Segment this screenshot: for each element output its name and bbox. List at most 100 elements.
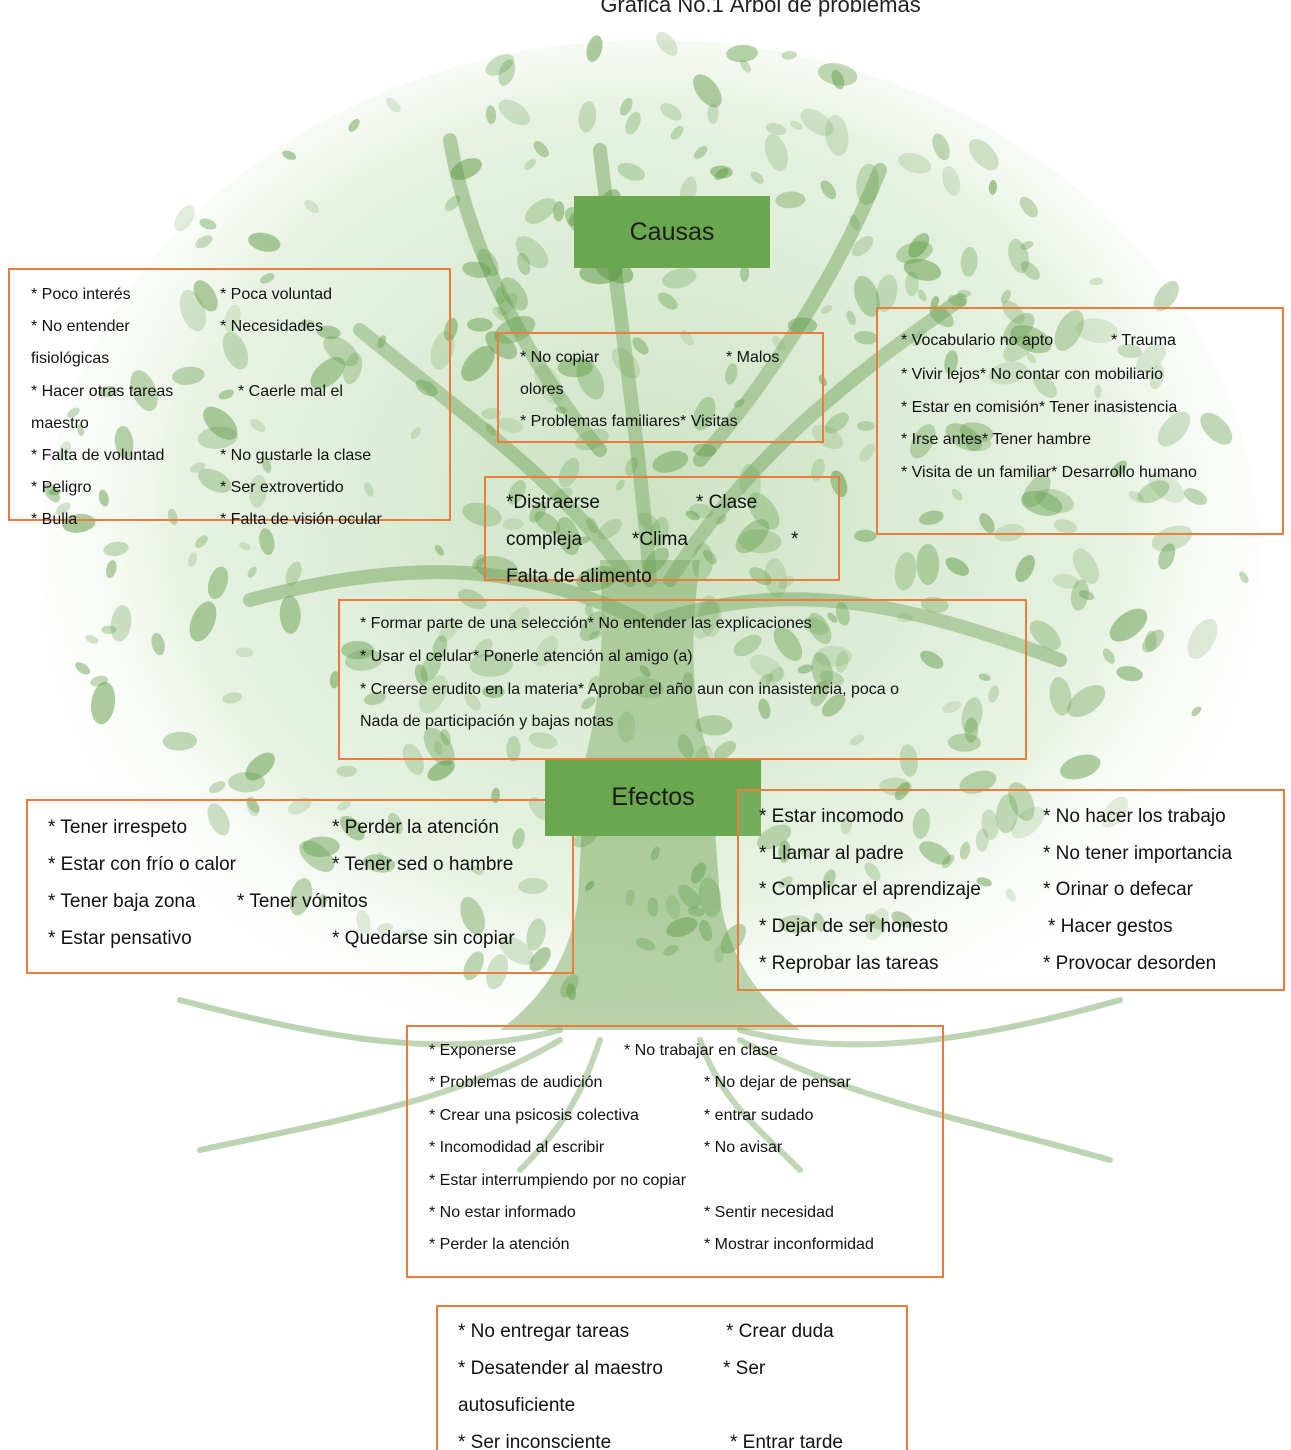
leaf-shape	[849, 214, 860, 231]
leaf-shape	[387, 812, 403, 835]
leaf-shape	[961, 697, 983, 734]
leaf-shape	[558, 457, 580, 488]
leaf-shape	[1200, 412, 1233, 445]
leaf-shape	[698, 595, 722, 638]
leaf-shape	[823, 869, 836, 889]
list-item: * Usar el celular* Ponerle atención al a…	[360, 648, 693, 665]
leaf-shape	[959, 841, 971, 860]
leaf-shape	[1003, 312, 1035, 345]
leaf-shape	[440, 728, 451, 746]
leaf-shape	[584, 880, 595, 891]
leaf-shape	[707, 103, 719, 124]
list-item: * Necesidades	[220, 318, 324, 335]
leaf-shape	[410, 427, 421, 440]
effects-box-bottom: * No entregar tareas * Crear duda * Desa…	[436, 1305, 908, 1450]
leaf-shape	[199, 218, 217, 230]
list-item: maestro	[31, 415, 89, 432]
causes-label-text: Causas	[629, 218, 715, 246]
leaf-shape	[318, 893, 327, 908]
list-item: * Tener irrespeto	[48, 817, 188, 838]
leaf-shape	[553, 201, 565, 222]
leaf-shape	[666, 917, 698, 938]
leaf-shape	[735, 519, 770, 554]
list-item: * Reprobar las tareas	[759, 953, 939, 974]
tree-roots	[177, 997, 1123, 1173]
leaf-shape	[619, 97, 633, 116]
leaf-shape	[512, 828, 525, 850]
leaf-shape	[1094, 384, 1102, 399]
leaf-shape	[1187, 618, 1218, 659]
leaf-shape	[775, 191, 806, 209]
list-item: Nada de participación y bajas notas	[360, 713, 614, 730]
leaf-shape	[495, 287, 505, 305]
leaf-shape	[461, 345, 495, 382]
leaf-shape	[529, 947, 551, 972]
leaf-shape	[929, 306, 954, 328]
leaf-shape	[611, 347, 641, 379]
leaf-shape	[575, 428, 609, 451]
list-item: * No estar informado	[429, 1204, 576, 1221]
leaf-shape	[764, 557, 788, 599]
leaf-shape	[250, 418, 266, 433]
leaf-shape	[625, 889, 635, 906]
leaf-shape	[302, 836, 340, 857]
leaf-shape	[714, 740, 736, 760]
effects-box-roots: * Exponerse * No trabajar en clase * Pro…	[406, 1025, 944, 1278]
list-item: olores	[520, 381, 564, 398]
leaf-shape	[685, 510, 700, 521]
leaf-shape	[377, 335, 387, 348]
leaf-shape	[498, 59, 516, 86]
causes-box-right: * Vocabulario no apto * Trauma * Vivir l…	[876, 307, 1284, 535]
leaf-shape	[494, 315, 536, 344]
leaf-shape	[921, 597, 949, 613]
leaf-shape	[894, 782, 910, 801]
list-item: * No entregar tareas	[458, 1321, 630, 1342]
leaf-shape	[259, 528, 275, 555]
leaf-shape	[1020, 261, 1041, 280]
list-item: * Estar interrumpiendo por no copiar	[429, 1172, 687, 1189]
leaf-shape	[802, 617, 829, 635]
leaf-shape	[67, 407, 80, 418]
leaf-shape	[850, 734, 865, 746]
leaf-shape	[790, 121, 803, 130]
leaf-shape	[151, 632, 165, 656]
leaf-shape	[434, 544, 444, 556]
leaf-shape	[739, 464, 761, 503]
list-item: * Irse antes* Tener hambre	[901, 431, 1092, 448]
list-item: * Hacer gestos	[1048, 916, 1173, 937]
leaf-shape	[778, 876, 793, 888]
leaf-shape	[1053, 519, 1078, 534]
leaf-shape	[525, 198, 557, 224]
leaf-shape	[765, 122, 787, 136]
list-item: * Bulla	[31, 511, 78, 528]
leaf-shape	[586, 35, 603, 63]
leaf-shape	[920, 650, 944, 669]
leaf-shape	[130, 370, 158, 412]
leaf-shape	[209, 781, 226, 794]
leaf-shape	[597, 518, 622, 540]
leaf-shape	[485, 54, 515, 76]
leaf-shape	[329, 671, 340, 689]
leaf-shape	[1054, 310, 1084, 351]
leaf-shape	[507, 480, 526, 505]
leaf-shape	[195, 535, 208, 548]
leaf-shape	[576, 359, 605, 400]
list-item: * Problemas familiares* Visitas	[520, 413, 738, 430]
list-item: * Estar en comisión* Tener inasistencia	[901, 399, 1178, 416]
list-item: * Quedarse sin copiar	[332, 928, 515, 949]
leaf-shape	[625, 111, 641, 135]
leaf-shape	[725, 363, 738, 385]
leaf-shape	[687, 906, 705, 917]
tree-branches	[243, 133, 1067, 667]
leaf-shape	[747, 492, 780, 530]
list-item: * Tener vómitos	[237, 891, 368, 912]
leaf-shape	[110, 605, 132, 642]
leaf-shape	[688, 503, 715, 519]
leaf-shape	[720, 923, 746, 954]
list-item: * Desatender al maestro	[458, 1358, 663, 1379]
leaf-shape	[581, 696, 596, 710]
leaf-shape	[1151, 525, 1193, 552]
leaf-shape	[534, 635, 558, 667]
leaf-shape	[174, 205, 195, 232]
leaf-shape	[678, 884, 701, 909]
